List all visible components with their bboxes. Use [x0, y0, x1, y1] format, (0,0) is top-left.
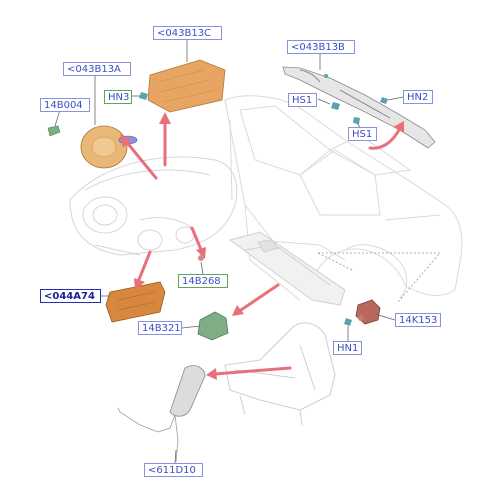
seat-side-airbag [117, 365, 206, 463]
restraint-control-module [197, 311, 229, 341]
callout-HS1-top[interactable]: HS1 [288, 93, 317, 107]
passenger-airbag [147, 59, 226, 113]
callout-14B268[interactable]: 14B268 [178, 274, 228, 288]
callout-043B13B[interactable]: <043B13B [287, 40, 355, 54]
callout-611D10[interactable]: <611D10 [144, 463, 203, 477]
center-console-outline [228, 231, 346, 306]
callout-14K153[interactable]: 14K153 [395, 313, 441, 327]
callout-043B13A[interactable]: <043B13A [63, 62, 131, 76]
knee-airbag [105, 281, 166, 323]
callout-14B321[interactable]: 14B321 [138, 321, 182, 335]
callout-HN3[interactable]: HN3 [104, 90, 132, 104]
callout-044A74[interactable]: <044A74 [40, 289, 101, 303]
callout-HN2[interactable]: HN2 [403, 90, 433, 104]
callout-14B004[interactable]: 14B004 [40, 98, 90, 112]
connectors [47, 92, 388, 326]
callout-HS1-lower[interactable]: HS1 [348, 127, 377, 141]
callout-HN1[interactable]: HN1 [333, 341, 362, 355]
sensor-module [355, 299, 381, 325]
vehicle-body-outline [224, 95, 463, 301]
reference-dashed-line [317, 252, 441, 303]
leader-lines [54, 38, 404, 464]
driver-airbag [80, 125, 128, 169]
arrowheads [120, 112, 404, 380]
pointer-arrows [123, 118, 402, 376]
callout-043B13C[interactable]: <043B13C [153, 26, 222, 40]
dashboard-outline [69, 156, 238, 256]
seat-outline [224, 322, 336, 426]
